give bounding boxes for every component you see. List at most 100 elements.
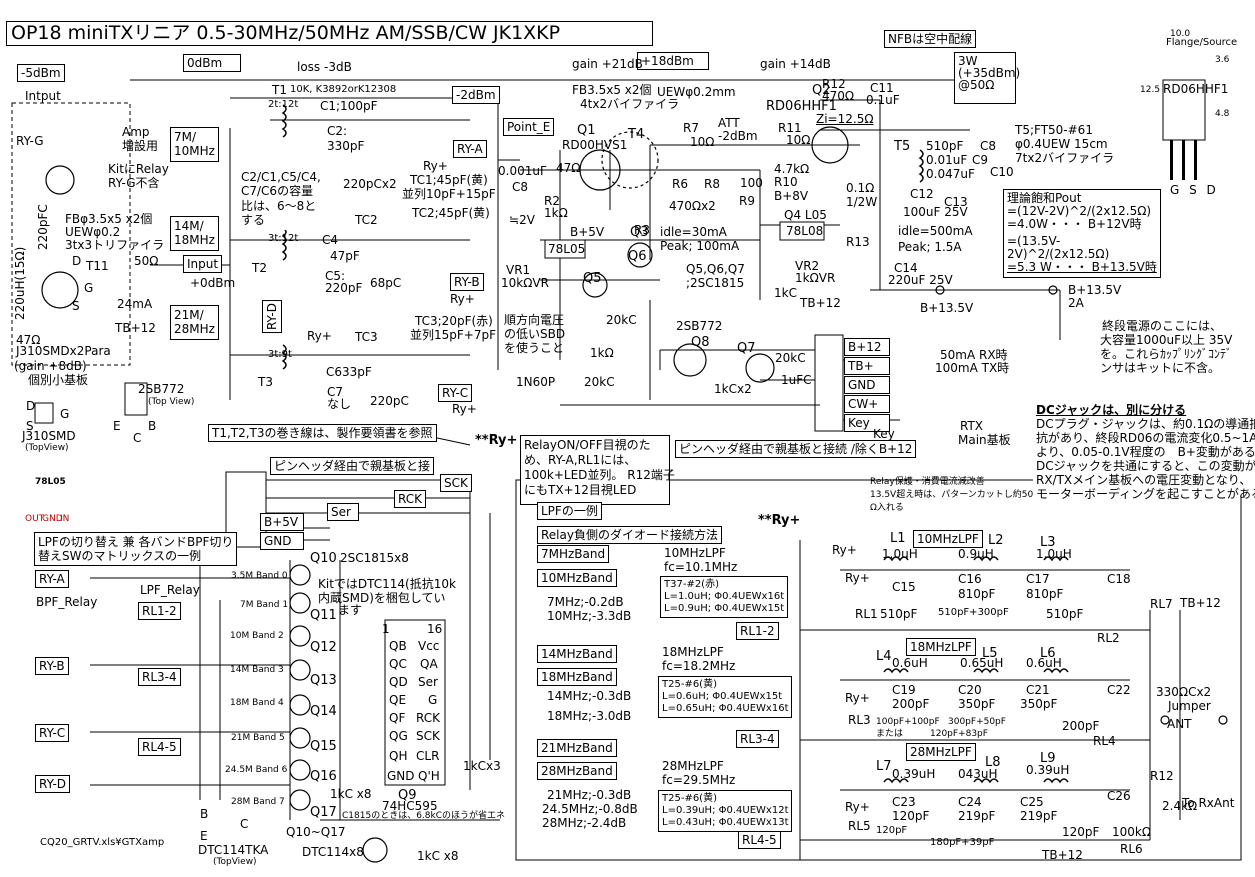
bus-b5v: B+5V bbox=[260, 513, 304, 531]
fb-spec-2: UEWφ0.2 bbox=[65, 225, 121, 239]
sbd-note-2: の低いSBD bbox=[504, 327, 566, 341]
pkg-dtc-e: E bbox=[200, 829, 208, 843]
ic-qa: QA bbox=[420, 657, 438, 671]
rl34-lpf: RL3-4 bbox=[736, 730, 779, 748]
q13-label: Q13 bbox=[310, 673, 337, 688]
band-21mhz: 21MHzBand bbox=[537, 739, 617, 757]
peak-15a: Peak; 1.5A bbox=[898, 240, 962, 254]
level-box-m2dbm: -2dBm bbox=[452, 86, 500, 104]
c1u-key: 1uFC bbox=[781, 373, 812, 387]
c18-label: C18 bbox=[1107, 572, 1131, 586]
or-label: または bbox=[876, 729, 904, 739]
r1kx8-bottom: 1kC x8 bbox=[417, 849, 459, 863]
pin-gnd: GND bbox=[844, 376, 890, 394]
package-pins: G S D bbox=[1170, 183, 1219, 197]
r01-label: 0.1Ω bbox=[846, 181, 875, 195]
dc-line-2: 抗があり、終段RD06の電流変化0.5~1Aに bbox=[1036, 431, 1255, 445]
vr1-label: VR1 bbox=[506, 263, 531, 277]
c15-value: 510pF bbox=[880, 607, 918, 621]
lpf-board-frame bbox=[515, 479, 1242, 861]
pkg-s: S bbox=[26, 419, 34, 433]
uew-label: UEWφ0.2mm bbox=[657, 85, 736, 99]
r13-label: R13 bbox=[846, 235, 870, 249]
lpf18-header: 18MHzLPF bbox=[906, 638, 976, 656]
c220c-label: 220pC bbox=[370, 394, 409, 408]
loss-18mhz: 18MHz;-3.0dB bbox=[547, 709, 632, 723]
c6-label: C6 bbox=[326, 365, 343, 379]
w12-label: 1/2W bbox=[846, 195, 878, 209]
c1815-note: C1815のときは、6.8kCのほうが省エネ bbox=[342, 811, 505, 821]
t5-label: T5 bbox=[894, 139, 911, 154]
t2-turns: 3t:12t bbox=[268, 233, 299, 244]
c26-label: C26 bbox=[1107, 789, 1131, 803]
q10-part: 2SC1815x8 bbox=[340, 551, 409, 565]
reg-78l08: 78L08 bbox=[786, 224, 824, 238]
vr1-value: 10kΩVR bbox=[501, 276, 549, 290]
q2-label: Q2 bbox=[812, 83, 831, 98]
r12-lpf: R12 bbox=[1150, 769, 1174, 783]
rl34-matrix: RL3-4 bbox=[138, 668, 181, 686]
rl4-label: RL4 bbox=[1093, 734, 1116, 748]
zi-label: Zi=12.5Ω bbox=[816, 112, 874, 126]
c23-value: 120pF bbox=[892, 809, 930, 823]
c20-value: 350pF bbox=[958, 697, 996, 711]
r100k-label: 100kΩ bbox=[1112, 825, 1152, 839]
package-part: RD06HHF1 bbox=[1163, 82, 1229, 96]
c22-value: 200pF bbox=[1062, 719, 1100, 733]
ry-b-matrix: RY-B bbox=[35, 657, 69, 675]
ry-c-matrix: RY-C bbox=[35, 724, 70, 742]
loss-10mhz: 10MHz;-3.3dB bbox=[547, 609, 632, 623]
ic-pin16: 16 bbox=[427, 622, 443, 636]
band-10mhz: 10MHzBand bbox=[537, 569, 617, 587]
ry-plus-lpf2: Ry+ bbox=[845, 571, 870, 585]
c16-label: C16 bbox=[958, 572, 982, 586]
vr2-label: VR2 bbox=[795, 259, 820, 273]
sbd-note-3: を使うこと bbox=[504, 341, 565, 355]
l8-value: 043uH bbox=[958, 767, 998, 781]
rl5-label: RL5 bbox=[848, 819, 871, 833]
bias-2v: ≒2V bbox=[509, 213, 535, 227]
pin-g: G bbox=[84, 281, 94, 295]
r47-driver: 47Ω bbox=[556, 161, 581, 175]
c16-combo: 510pF+300pF bbox=[938, 607, 1009, 618]
pkg-g: G bbox=[60, 407, 70, 421]
l6-label: L6 bbox=[1040, 646, 1056, 661]
q10-q17-label: Q10~Q17 bbox=[286, 825, 346, 839]
t5-spec-3: 7tx2バイファイラ bbox=[1015, 151, 1115, 165]
c24-label: C24 bbox=[958, 795, 982, 809]
q17-label: Q17 bbox=[310, 805, 337, 820]
b5v-label: B+5V bbox=[570, 225, 605, 239]
pout-box: 理論飽和Pout =(12V-2V)^2/(2x12.5Ω) =4.0W・・・ … bbox=[1003, 189, 1161, 278]
l6-value: 0.6uH bbox=[1026, 656, 1062, 670]
dim-1: 10.0 bbox=[1170, 29, 1191, 39]
q8-symbol bbox=[673, 343, 707, 377]
dc-line-6: モーターボーディングを起こすことがある。 bbox=[1036, 487, 1255, 501]
ic-clr: CLR bbox=[416, 749, 440, 763]
pin-s: S bbox=[72, 299, 80, 313]
matrix-header-frame bbox=[225, 471, 267, 548]
r7-label: R7 bbox=[683, 121, 699, 135]
t11-label: T11 bbox=[86, 259, 109, 273]
intput-label: Intput bbox=[25, 89, 61, 103]
r24k-label: 2.4kΩ bbox=[1162, 799, 1198, 813]
q15-label: Q15 bbox=[310, 739, 337, 754]
kit-relay-label: KitにRelay bbox=[108, 162, 169, 176]
header-note-left: ピンヘッダ経由で親基板と接 bbox=[270, 457, 435, 475]
fb-note-2: 4tx2バイファイラ bbox=[580, 97, 680, 111]
input-box: Input bbox=[183, 255, 223, 273]
c19-combo: 100pF+100pF bbox=[876, 717, 940, 727]
c26-value: 120pF bbox=[1062, 825, 1100, 839]
ry-plus-lpf4: Ry+ bbox=[845, 800, 870, 814]
ry-plus-2: Ry+ bbox=[307, 329, 332, 343]
output-dbm: (+35dBm) bbox=[958, 66, 1021, 80]
q1-label: Q1 bbox=[577, 123, 596, 138]
point-e-box: Point_E bbox=[503, 118, 555, 136]
to-rxant: To RxAnt bbox=[1182, 796, 1235, 810]
pkg-b: B bbox=[148, 419, 157, 433]
c19-value: 200pF bbox=[892, 697, 930, 711]
ic-part: 74HC595 bbox=[382, 799, 438, 813]
l4-label: L4 bbox=[876, 649, 892, 664]
band-14mhz: 14MHzBand bbox=[537, 645, 617, 663]
kit-note-2: 内蔵SMD)を梱包してい bbox=[318, 591, 446, 605]
